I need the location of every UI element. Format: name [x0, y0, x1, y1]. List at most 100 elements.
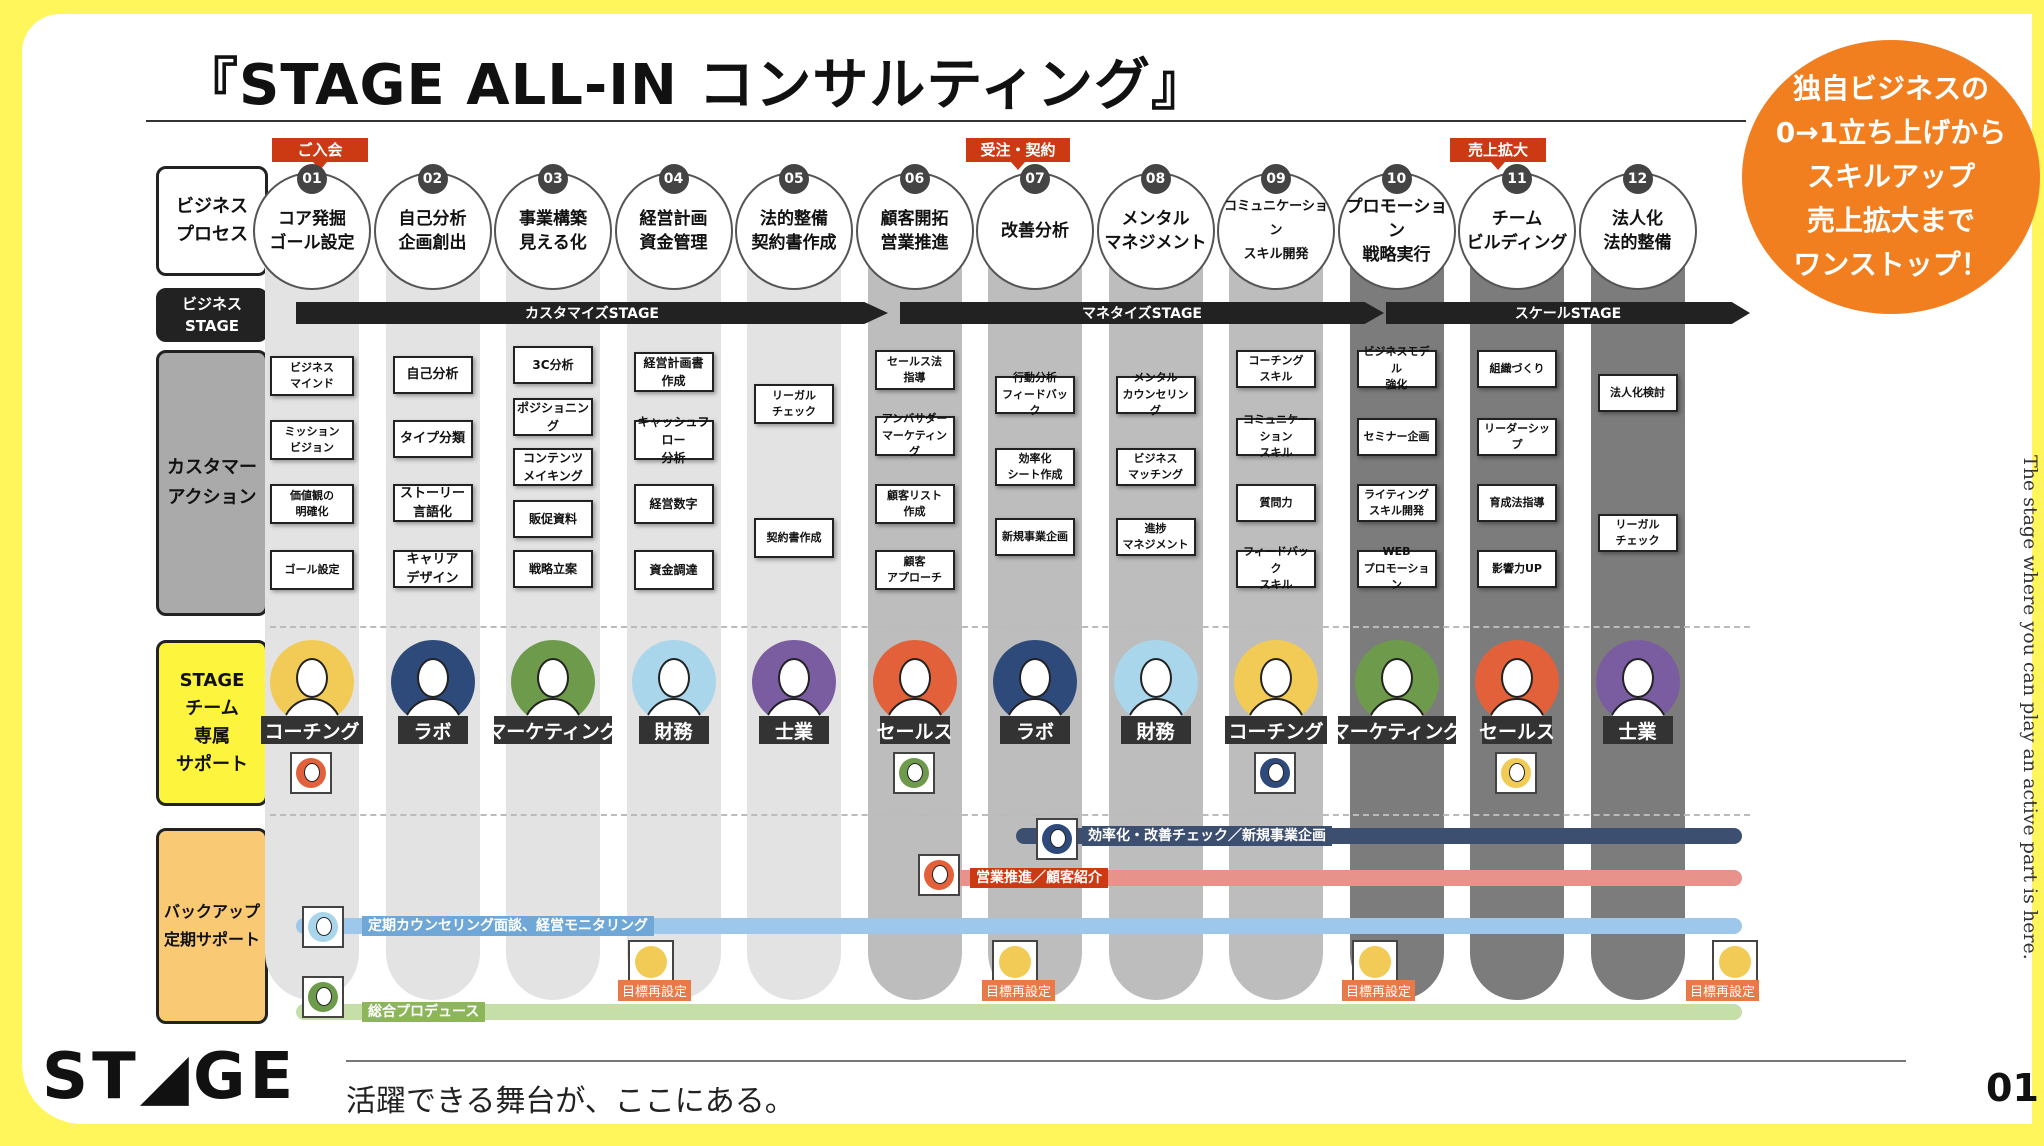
- backup-bar-counseling-label: 定期カウンセリング面談、経営モニタリング: [362, 916, 654, 936]
- action-box: 影響力UP: [1477, 550, 1557, 588]
- action-box: 資金調達: [633, 550, 714, 590]
- member-avatar: [1234, 640, 1318, 724]
- row-label-business-process: ビジネス プロセス: [156, 166, 268, 276]
- role-label: ラボ: [1000, 716, 1070, 744]
- action-box: 価値観の 明確化: [270, 484, 354, 524]
- member-avatar: [1354, 640, 1439, 724]
- action-box: 質問力: [1236, 484, 1316, 522]
- process-column: [1108, 200, 1203, 1000]
- action-box: 自己分析: [392, 356, 473, 394]
- member-avatar: [752, 640, 836, 724]
- role-label: 士業: [1602, 716, 1673, 744]
- sub-member-avatar: [1495, 752, 1537, 794]
- role-label: 財務: [638, 716, 709, 744]
- process-column: [265, 200, 359, 1000]
- backup-bar-counseling-avatar: [302, 906, 344, 948]
- action-box: 育成法指導: [1477, 484, 1557, 522]
- step-number: 08: [1140, 164, 1171, 194]
- action-box: アンバサダー マーケティング: [874, 412, 955, 458]
- action-box: 進捗 マネジメント: [1115, 518, 1196, 556]
- backup-bar-produce-label: 総合プロデュース: [362, 1002, 486, 1022]
- role-label: セールス: [877, 716, 953, 744]
- member-avatar: [872, 640, 957, 724]
- goal-reset-label: 目標再設定: [1342, 980, 1416, 1001]
- sub-member-avatar: [892, 752, 935, 794]
- action-box: リーガル チェック: [1597, 514, 1678, 552]
- step-circle: チーム ビルディング: [1458, 172, 1576, 290]
- role-label: 財務: [1120, 716, 1191, 744]
- process-column: [1470, 200, 1564, 1000]
- step-number: 10: [1381, 164, 1412, 194]
- action-box: 法人化検討: [1597, 374, 1678, 412]
- vertical-tagline: The stage where you can play an active p…: [2019, 455, 2041, 960]
- action-box: キャッシュフロー 分析: [633, 415, 714, 465]
- action-box: セールス法 指導: [874, 350, 955, 390]
- goal-reset-label: 目標再設定: [618, 980, 692, 1001]
- goal-reset-label: 目標再設定: [1686, 980, 1760, 1001]
- marker-join: ご入会: [272, 138, 368, 170]
- step-number: 02: [417, 164, 448, 194]
- action-box: 経営数字: [633, 484, 714, 524]
- sub-member-avatar: [1254, 752, 1296, 794]
- goal-reset-avatar: [1352, 940, 1398, 986]
- process-column: [1590, 200, 1685, 1000]
- action-box: ゴール設定: [270, 550, 354, 590]
- action-box: 効率化 シート作成: [995, 448, 1075, 486]
- action-box: ビジネス マッチング: [1115, 448, 1196, 486]
- role-label: 士業: [759, 716, 829, 744]
- backup-bar-sales: [934, 870, 1742, 886]
- action-box: リーガル チェック: [754, 384, 834, 424]
- step-number: 04: [658, 164, 689, 194]
- divider-1: [270, 626, 1750, 628]
- action-box: 組織づくり: [1477, 350, 1557, 388]
- action-box: ポジショニング: [513, 398, 593, 436]
- process-column: [747, 200, 841, 1000]
- action-box: リーダーシップ: [1477, 418, 1557, 456]
- step-number: 07: [1020, 164, 1050, 194]
- action-box: コーチング スキル: [1236, 350, 1316, 388]
- step-number: 05: [779, 164, 809, 194]
- row-label-backup-support: バックアップ 定期サポート: [156, 828, 268, 1024]
- member-avatar: [1475, 640, 1559, 724]
- backup-bar-produce: [296, 1004, 1742, 1020]
- step-number: 11: [1502, 164, 1532, 194]
- member-avatar: [270, 640, 354, 724]
- action-box: ストーリー 言語化: [392, 484, 473, 522]
- process-column: [1229, 200, 1323, 1000]
- member-avatar: [511, 640, 595, 724]
- marker-sales-growth: 売上拡大: [1450, 138, 1546, 170]
- action-box: 販促資料: [513, 500, 593, 538]
- action-box: 3C分析: [513, 346, 593, 384]
- backup-bar-efficiency-label: 効率化・改善チェック／新規事業企画: [1082, 826, 1332, 846]
- step-number: 03: [538, 164, 568, 194]
- action-box: コミュニケーション スキル: [1236, 413, 1316, 459]
- goal-reset-label: 目標再設定: [982, 980, 1056, 1001]
- role-label: コーチング: [261, 716, 363, 744]
- action-box: 顧客 アプローチ: [874, 550, 955, 590]
- action-box: タイプ分類: [392, 420, 473, 458]
- role-label: マーケティング: [487, 716, 619, 744]
- page-number: 01: [1986, 1066, 2039, 1110]
- row-label-business-stage: ビジネス STAGE: [156, 288, 268, 342]
- backup-bar-produce-avatar: [302, 976, 344, 1018]
- step-circle: 顧客開拓 営業推進: [855, 172, 974, 290]
- action-box: 新規事業企画: [995, 518, 1075, 556]
- footer-tagline: 活躍できる舞台が、ここにある。: [346, 1084, 795, 1119]
- action-box: コンテンツ メイキング: [513, 448, 593, 486]
- page-title: 『STAGE ALL-IN コンサルティング』: [182, 53, 1209, 118]
- process-column: [385, 200, 480, 1000]
- step-number: 12: [1622, 164, 1653, 194]
- step-number: 06: [899, 164, 930, 194]
- stage-arrow-monetize: マネタイズSTAGE: [900, 302, 1384, 324]
- stage-arrow-customize: カスタマイズSTAGE: [296, 302, 888, 324]
- sub-member-avatar: [290, 752, 332, 794]
- title-divider: [146, 120, 1746, 122]
- process-column: [626, 200, 721, 1000]
- role-label: コーチング: [1225, 716, 1327, 744]
- role-label: セールス: [1479, 716, 1555, 744]
- action-box: フィードバック スキル: [1236, 545, 1316, 591]
- divider-2: [270, 814, 1750, 816]
- action-box: 契約書作成: [754, 518, 834, 558]
- promo-badge: 独自ビジネスの 0→1立ち上げから スキルアップ 売上拡大まで ワンストップ！: [1742, 40, 2040, 314]
- member-avatar: [390, 640, 475, 724]
